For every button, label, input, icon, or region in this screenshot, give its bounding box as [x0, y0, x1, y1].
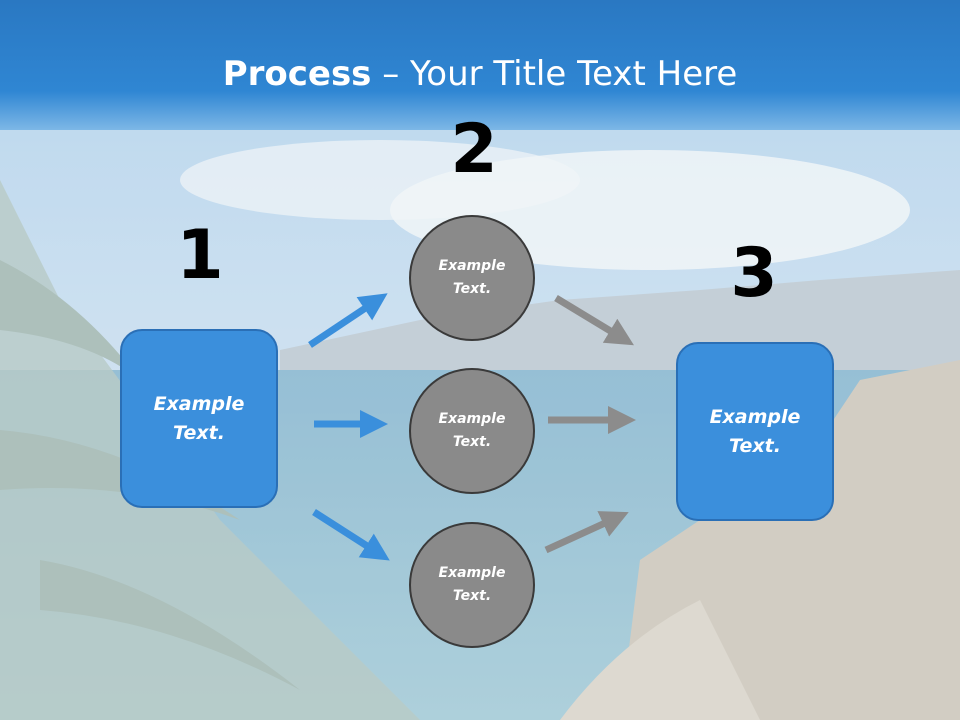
slide-title: Process – Your Title Text Here [0, 52, 960, 96]
circle-1: Example Text. [409, 215, 535, 341]
title-rest: – Your Title Text Here [371, 54, 738, 94]
title-bar [0, 0, 960, 130]
start-box: Example Text. [120, 329, 278, 508]
end-box: Example Text. [676, 342, 834, 521]
step-number-2: 2 [450, 110, 498, 189]
circle-2: Example Text. [409, 368, 535, 494]
arrow-from-circle-3 [544, 511, 629, 554]
step-number-1: 1 [176, 216, 224, 295]
circle-1-label: Example Text. [438, 258, 506, 297]
arrow-to-circle-1 [308, 293, 388, 348]
arrow-from-circle-1 [554, 295, 634, 346]
circle-2-label: Example Text. [438, 411, 506, 450]
title-bold: Process [222, 54, 372, 94]
circle-3: Example Text. [409, 522, 535, 648]
circle-3-label: Example Text. [438, 565, 506, 604]
end-box-label: Example Text. [709, 405, 801, 457]
arrow-to-circle-3 [312, 509, 390, 561]
step-number-3: 3 [730, 234, 778, 313]
start-box-label: Example Text. [153, 392, 245, 444]
